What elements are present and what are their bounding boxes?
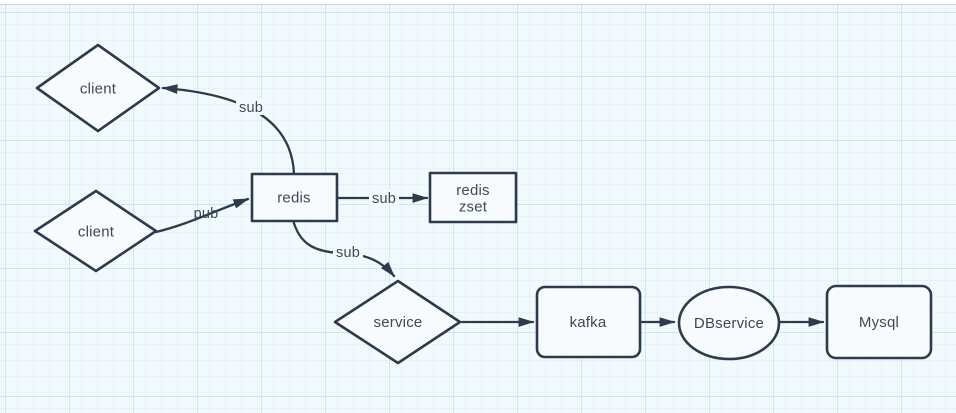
- edge-redis-to-client-top[interactable]: [161, 84, 296, 176]
- edge-label-bg-sub-mid: [369, 189, 399, 205]
- service-label: service: [374, 314, 423, 331]
- edge-label-pub: pub: [194, 206, 219, 222]
- redis-zset-rect[interactable]: [428, 171, 518, 224]
- client-top-diamond[interactable]: [35, 43, 161, 133]
- dbservice-label: DBservice: [694, 315, 764, 332]
- redis-zset-label-line1: redis: [456, 182, 490, 199]
- client-bottom-label: client: [78, 224, 115, 241]
- edge-label-sub-top: sub: [239, 100, 263, 116]
- redis-rect[interactable]: [250, 172, 339, 223]
- edge-client-bottom-to-redis[interactable]: [154, 197, 250, 234]
- edge-label-sub-mid: sub: [372, 191, 396, 207]
- kafka-rect[interactable]: [535, 285, 642, 359]
- dbservice-ellipse[interactable]: [677, 285, 781, 361]
- mysql-label: Mysql: [859, 314, 899, 331]
- client-bottom-diamond[interactable]: [33, 189, 158, 273]
- client-top-label: client: [80, 81, 117, 98]
- redis-label: redis: [277, 190, 311, 207]
- edge-label-bg-sub-low: [333, 243, 363, 259]
- kafka-label: kafka: [570, 314, 607, 331]
- redis-zset-label-line2: zset: [459, 199, 488, 216]
- edge-label-sub-low: sub: [336, 245, 360, 261]
- service-diamond[interactable]: [333, 279, 462, 365]
- mysql-rect[interactable]: [825, 284, 933, 360]
- edge-label-bg-sub-top: [236, 98, 266, 115]
